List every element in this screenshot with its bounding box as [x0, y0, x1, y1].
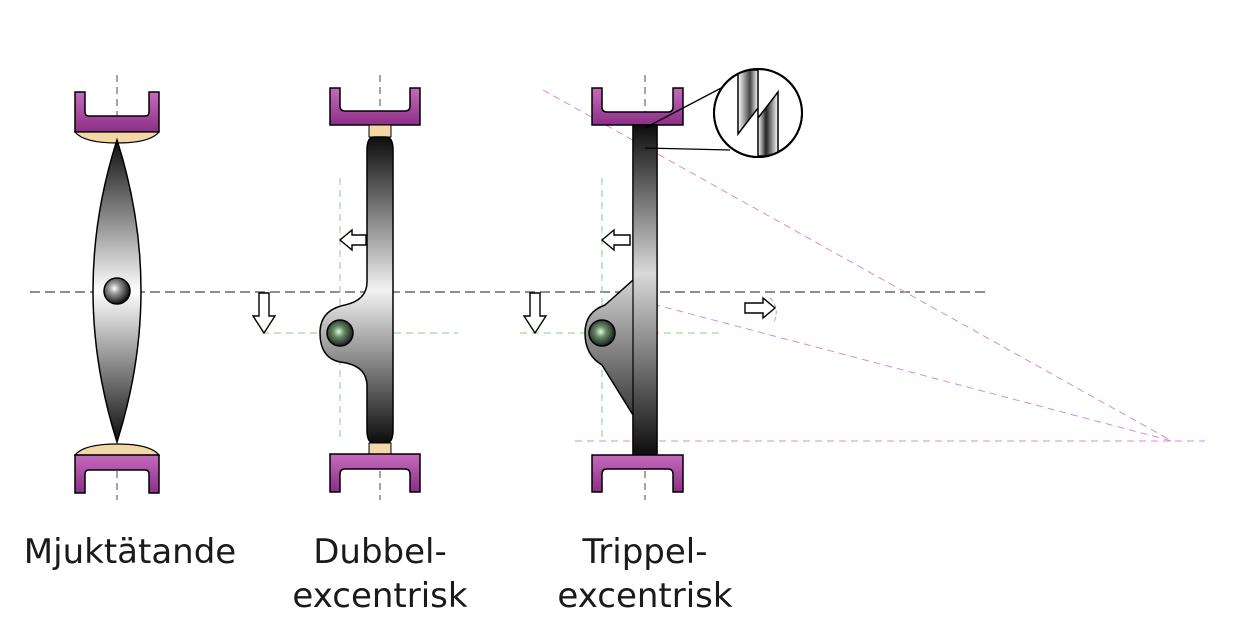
valve3-upper-seat-ring: [591, 87, 684, 126]
caption-triple-eccentric-line1: Trippel-: [582, 532, 708, 572]
caption-double-eccentric: Dubbel- excentrisk: [270, 530, 490, 618]
offset-arrow-icon: [338, 228, 367, 252]
detail-leader-line: [644, 147, 731, 151]
caption-soft-sealing-text: Mjuktätande: [23, 532, 237, 572]
triple-eccentric-valve: [520, 68, 1205, 500]
valve2-upper-seat-ring: [329, 87, 421, 126]
valve2-lower-seal: [368, 442, 392, 455]
offset-arrow-icon: [744, 296, 777, 320]
caption-triple-eccentric-line2: excentrisk: [557, 576, 733, 616]
offset-arrow-icon: [522, 292, 548, 335]
offset-arrow-icon: [251, 292, 277, 335]
caption-soft-sealing: Mjuktätande: [0, 530, 260, 574]
caption-double-eccentric-line1: Dubbel-: [313, 532, 447, 572]
valve2-lower-seat-ring: [329, 453, 421, 493]
valve1-upper-seat-ring: [74, 91, 160, 133]
shaft-pivot-icon: [103, 277, 131, 305]
cone-geometry-line: [629, 297, 1173, 442]
valve1-lower-seal: [73, 443, 161, 456]
soft-sealing-valve: [73, 75, 161, 500]
detail-leader-line: [644, 85, 726, 129]
valve3-disc-seal-band: [632, 124, 658, 456]
shaft-pivot-icon: [326, 319, 354, 347]
magnified-seal-detail-icon: [713, 68, 803, 158]
valve3-lower-seat-ring: [591, 454, 684, 493]
angle-arc: [769, 297, 777, 323]
caption-double-eccentric-line2: excentrisk: [292, 576, 468, 616]
valve1-lower-seat-ring: [74, 454, 160, 494]
valve2-disc: [319, 136, 394, 444]
caption-triple-eccentric: Trippel- excentrisk: [530, 530, 760, 618]
valve2-upper-seal: [368, 124, 392, 138]
offset-arrow-icon: [600, 228, 631, 252]
double-eccentric-valve: [251, 75, 458, 500]
shaft-pivot-icon: [588, 319, 616, 347]
